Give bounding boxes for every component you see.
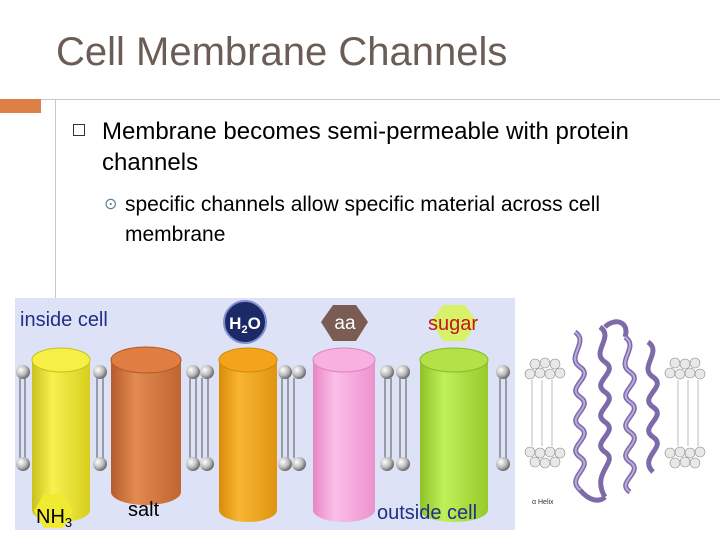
- helix-tails: [531, 380, 699, 446]
- aa-molecule: [321, 305, 368, 341]
- bullet-sub-text: specific channels allow specific materia…: [125, 193, 601, 246]
- lipid-heads-top: [16, 365, 510, 379]
- channel-brown: [110, 346, 182, 505]
- helix-lipid-rows: [524, 357, 706, 469]
- salt-label: salt: [128, 499, 160, 521]
- helix-coils-light: [574, 331, 636, 493]
- outside-cell-label: outside cell: [377, 502, 477, 524]
- channel-green: [419, 347, 489, 522]
- lipid-tails: [19, 378, 507, 458]
- h2o-label: H2O: [229, 314, 261, 336]
- helix-caption: α Helix: [532, 499, 554, 506]
- divider-horizontal: [41, 99, 720, 113]
- inside-cell-label: inside cell: [20, 309, 108, 331]
- nh3-molecule: [34, 494, 73, 528]
- divider-vertical: [41, 99, 56, 299]
- sugar-label: sugar: [428, 313, 478, 335]
- slide-title: Cell Membrane Channels: [56, 30, 508, 74]
- square-bullet-icon: [73, 124, 85, 136]
- sugar-molecule: [431, 305, 477, 341]
- membrane-channel-diagram: H2O aa sugar inside cell NH3 salt outsid…: [15, 298, 515, 530]
- h2o-molecule: [223, 300, 267, 344]
- aa-label: aa: [334, 313, 356, 334]
- channel-orange: [218, 347, 278, 522]
- channel-pink: [312, 347, 376, 522]
- accent-bar: [0, 99, 41, 113]
- circle-bullet-icon: ⊙: [104, 196, 118, 213]
- bullet-main-text: Membrane becomes semi-permeable with pro…: [102, 118, 629, 176]
- alpha-helix-protein-image: α Helix: [520, 312, 710, 520]
- lipid-heads-bottom: [16, 457, 510, 471]
